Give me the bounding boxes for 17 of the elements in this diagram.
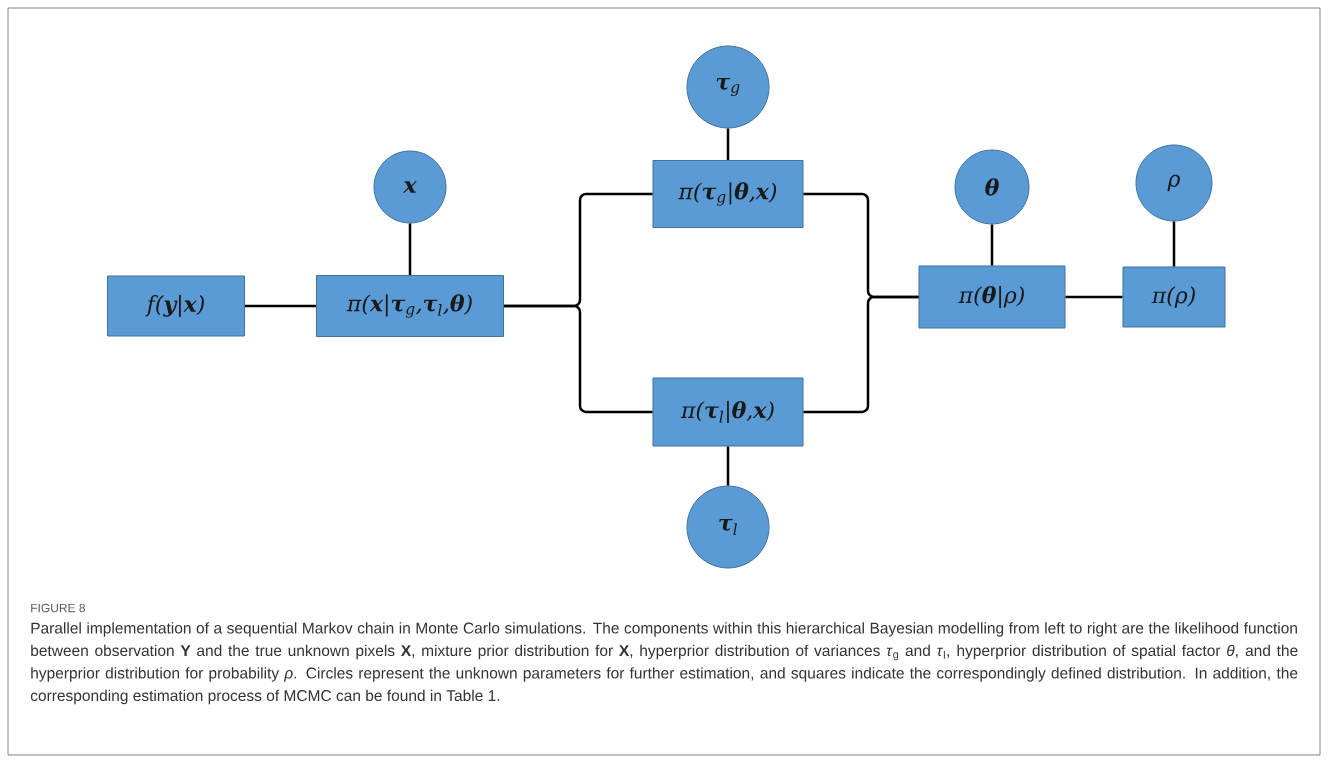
connector-line [408,223,412,275]
connector-line [726,128,730,160]
connector-line [1172,221,1176,267]
caption: Parallel implementation of a sequential Markov chain in Monte Carlo simulations. The components within this hierarchical Bayesian modelling from left to right are the likelihood function between observation Y and the true unknown pixels X, mixture prior distribution for X, hyperprior distribution of variances τ$_{g}$ and τ$_{l}$, hyperprior distribution of spatial factor θ, and the hyperprior distribution for probability ρ. Circles represent the unknown parameters for further estimation, and squares indicate the correspondingly defined distribution. In addition, the corresponding estimation process of MCMC can be found in Table 1. [30,622,1298,705]
connector-line [245,304,316,308]
connector-line [990,224,994,266]
distribution-box: π(ρ) [1122,266,1226,328]
connector-line [803,295,919,414]
distribution-box: π(x|τ$_{g}$,τ$_{l}$,θ) [316,275,504,337]
distribution-box: f(y|x) [107,275,245,337]
distribution-box: π(θ|ρ) [918,265,1066,329]
connector-line [504,304,653,414]
connector-line [1065,295,1123,299]
distribution-box: π(τ$_{l}$|θ,x) [652,377,804,447]
distribution-box: π(τ$_{g}$|θ,x) [652,160,804,228]
connector-line [726,446,730,486]
figure-number: FIGURE 8 [31,603,85,613]
